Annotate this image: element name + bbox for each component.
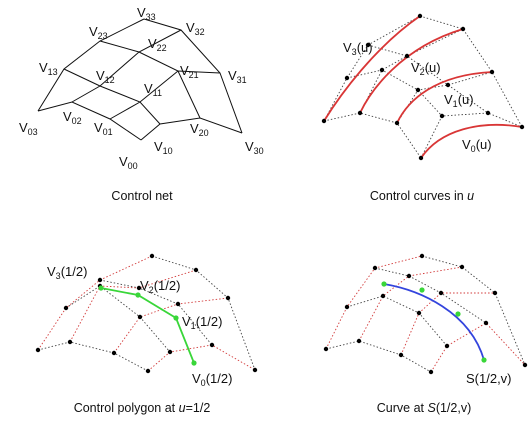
net-col-3	[147, 344, 256, 372]
net-row-0	[323, 112, 422, 159]
net-row-0	[37, 341, 149, 372]
label-v01: V01	[94, 120, 113, 137]
net-col-0	[323, 15, 421, 122]
label-v2-half: V2(1/2)	[140, 278, 180, 295]
label-v32: V32	[186, 20, 205, 37]
panel-control-curves: V3(u) V2(u) V1(u) V0(u) Control curves i…	[321, 13, 525, 203]
surface-curve-s-half-v	[383, 283, 485, 361]
net-col-2	[396, 71, 493, 124]
net-col-1	[358, 266, 463, 342]
net-row-3	[143, 18, 243, 134]
net-row-1	[65, 285, 171, 353]
label-v0u: V0(u)	[462, 137, 492, 154]
curve-control-points	[381, 281, 487, 363]
curve-v3	[323, 15, 421, 122]
net-row-2	[374, 267, 487, 324]
polygon-labels: V3(1/2) V2(1/2) V1(1/2) V0(1/2)	[47, 264, 232, 388]
net-row-2	[99, 40, 201, 119]
curve-v2	[359, 28, 464, 114]
net-row-3	[421, 255, 526, 366]
caption-surface-curve: Curve at S(1/2,v)	[377, 401, 472, 415]
net-col-1	[69, 269, 197, 343]
net-row-0	[37, 101, 142, 141]
label-v30: V30	[245, 139, 264, 156]
panel-control-polygon: V3(1/2) V2(1/2) V1(1/2) V0(1/2) Control …	[35, 253, 258, 415]
net-col-3	[430, 322, 526, 373]
net-col-3	[420, 112, 523, 159]
label-v1u: V1(u)	[444, 92, 474, 109]
dotted-net-black	[37, 255, 256, 372]
net-row-1	[346, 69, 443, 117]
label-v3u: V3(u)	[343, 40, 373, 57]
panel-control-net: V33 V23 V32 V22 V13 V12 V21 V31 V11 V03 …	[19, 5, 264, 203]
control-points	[35, 253, 258, 374]
label-v33: V33	[137, 5, 156, 22]
net-col-0	[325, 255, 423, 350]
control-points	[323, 253, 528, 375]
net-col-0	[37, 18, 145, 112]
net-row-1	[346, 295, 448, 347]
net-row-0	[325, 340, 432, 373]
net-col-2	[113, 297, 229, 354]
label-v11: V11	[144, 81, 162, 98]
label-v12: V12	[96, 68, 115, 85]
label-v31: V31	[228, 68, 247, 85]
net-row-2	[99, 279, 213, 346]
dotted-net-red	[325, 255, 526, 373]
label-v3-half: V3(1/2)	[47, 264, 87, 281]
polygon-points	[98, 285, 197, 366]
net-col-1	[71, 29, 182, 103]
control-polygon-u-half	[100, 287, 195, 364]
dotted-net-black	[325, 255, 526, 373]
label-v10: V10	[154, 139, 173, 156]
dotted-net-red	[37, 255, 256, 372]
control-net-labels: V33 V23 V32 V22 V13 V12 V21 V31 V11 V03 …	[19, 5, 264, 171]
label-v21: V21	[180, 63, 199, 80]
dotted-net	[323, 15, 523, 159]
label-s-half-v: S(1/2,v)	[466, 371, 512, 386]
label-v20: V20	[190, 121, 209, 138]
caption-control-curves: Control curves in u	[370, 189, 474, 203]
curve-v1	[396, 71, 493, 124]
caption-control-polygon: Control polygon at u=1/2	[74, 401, 211, 415]
label-v03: V03	[19, 120, 38, 137]
net-row-3	[419, 15, 523, 128]
panel-surface-curve: S(1/2,v) Curve at S(1/2,v)	[323, 253, 528, 415]
net-col-2	[400, 292, 495, 356]
curve-v0	[420, 123, 523, 159]
curve-labels: V3(u) V2(u) V1(u) V0(u)	[343, 40, 492, 154]
label-v2u: V2(u)	[411, 60, 441, 77]
label-v1-half: V1(1/2)	[182, 314, 222, 331]
control-net-edges	[37, 18, 243, 141]
label-v23: V23	[89, 24, 108, 41]
control-points	[321, 13, 525, 161]
net-row-1	[63, 68, 161, 125]
net-row-3	[151, 255, 256, 371]
net-col-3	[140, 117, 243, 141]
label-v00: V00	[119, 154, 138, 171]
label-v0-half: V0(1/2)	[192, 371, 232, 388]
net-col-0	[37, 255, 153, 351]
u-control-curves	[323, 15, 523, 159]
label-v22: V22	[148, 36, 167, 53]
label-v02: V02	[63, 109, 82, 126]
net-col-2	[109, 70, 221, 120]
caption-control-net: Control net	[111, 189, 173, 203]
label-v13: V13	[39, 60, 58, 77]
